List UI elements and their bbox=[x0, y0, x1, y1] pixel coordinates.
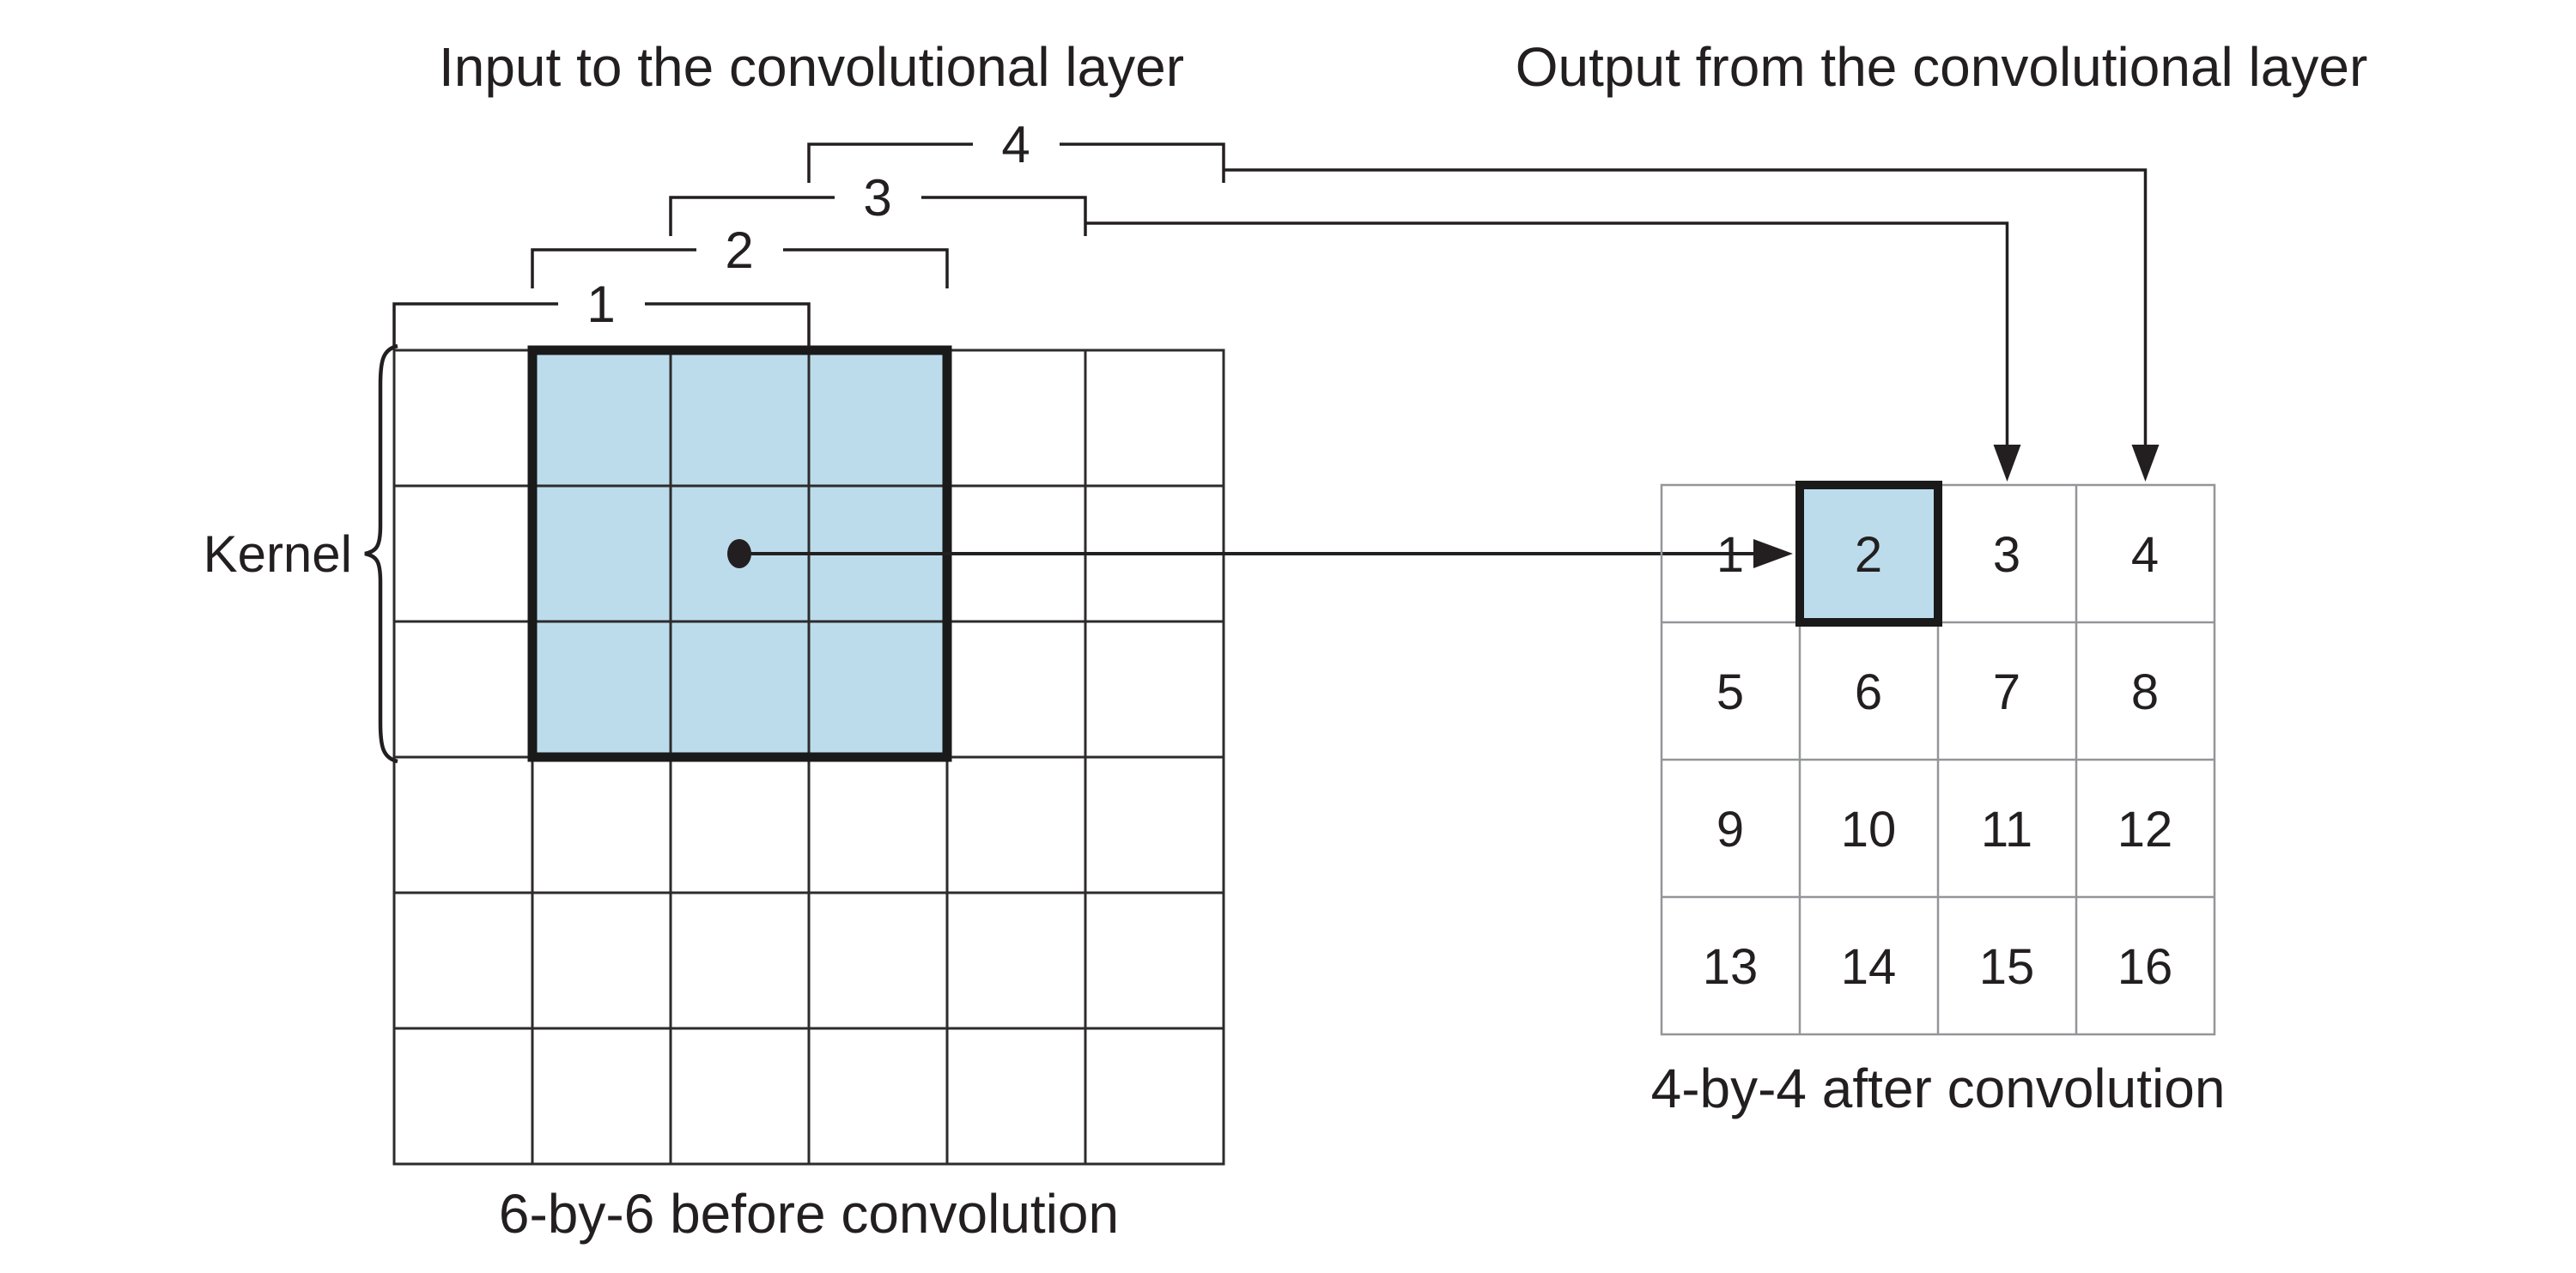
output-highlight-cell bbox=[1795, 481, 1942, 627]
output-cell-7: 7 bbox=[1993, 664, 2020, 720]
output-cell-13: 13 bbox=[1703, 939, 1759, 995]
output-grid-caption: 4-by-4 after convolution bbox=[1651, 1058, 2226, 1119]
bracket-2-label: 2 bbox=[725, 221, 753, 279]
kernel-brace bbox=[364, 343, 398, 764]
output-grid-numbers: 1 2 3 4 5 6 7 8 9 10 11 12 13 14 15 16 bbox=[1703, 527, 2173, 995]
connector-3-arrowhead-icon bbox=[1993, 445, 2021, 482]
connector-3-line bbox=[1085, 221, 2009, 448]
kernel-arrowhead-icon bbox=[1753, 539, 1793, 568]
output-cell-12: 12 bbox=[2117, 802, 2173, 858]
output-cell-14: 14 bbox=[1841, 939, 1897, 995]
output-grid: 1 2 3 4 5 6 7 8 9 10 11 12 13 14 15 16 bbox=[1660, 481, 2216, 1036]
connector-position-3 bbox=[1085, 221, 2021, 482]
output-cell-3: 3 bbox=[1993, 527, 2020, 583]
output-cell-2: 2 bbox=[1855, 527, 1882, 583]
bracket-2 bbox=[531, 248, 949, 288]
output-cell-9: 9 bbox=[1716, 802, 1744, 858]
output-cell-15: 15 bbox=[1979, 939, 2035, 995]
connector-4-line bbox=[1224, 168, 2148, 448]
output-cell-5: 5 bbox=[1716, 664, 1744, 720]
output-cell-8: 8 bbox=[2131, 664, 2159, 720]
bracket-4-label: 4 bbox=[1001, 116, 1030, 173]
output-cell-11: 11 bbox=[1981, 802, 2032, 858]
output-cell-6: 6 bbox=[1855, 664, 1882, 720]
kernel-center-arrow bbox=[727, 539, 1793, 568]
output-cell-16: 16 bbox=[2117, 939, 2173, 995]
input-grid-caption: 6-by-6 before convolution bbox=[499, 1183, 1119, 1245]
bracket-1 bbox=[392, 302, 811, 347]
input-layer-title: Input to the convolutional layer bbox=[439, 36, 1184, 98]
connector-position-4 bbox=[1224, 168, 2160, 482]
kernel-label: Kernel bbox=[204, 525, 352, 583]
output-cell-10: 10 bbox=[1841, 802, 1897, 858]
kernel-position-brackets: 1 2 3 4 bbox=[392, 116, 1225, 347]
output-cell-1: 1 bbox=[1716, 527, 1744, 583]
output-cell-4: 4 bbox=[2131, 527, 2159, 583]
bracket-3-label: 3 bbox=[863, 169, 891, 227]
output-layer-title: Output from the convolutional layer bbox=[1516, 36, 2368, 98]
connector-4-arrowhead-icon bbox=[2131, 445, 2160, 482]
bracket-1-label: 1 bbox=[586, 276, 615, 333]
